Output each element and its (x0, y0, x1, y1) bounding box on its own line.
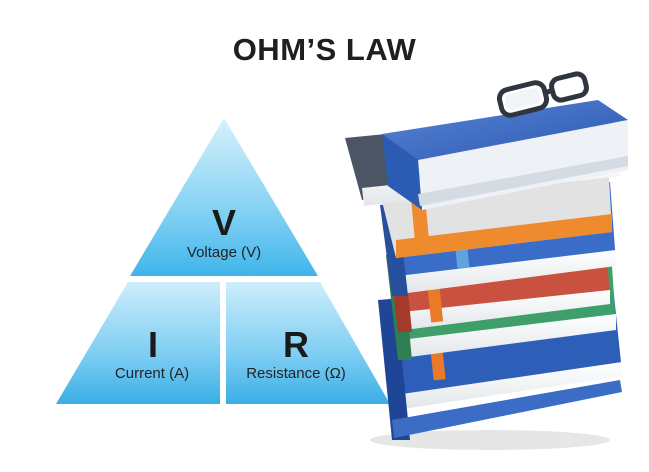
triangle (56, 118, 390, 404)
page-title: OHM’S LAW (232, 32, 417, 67)
books-stack-with-glasses-icon (345, 71, 628, 450)
segment-current (56, 282, 220, 404)
segment-resistance (226, 282, 390, 404)
segment-voltage (130, 118, 318, 276)
current-letter: I (148, 324, 158, 365)
current-label: Current (A) (115, 365, 189, 382)
resistance-letter: R (283, 324, 309, 365)
resistance-label: Resistance (Ω) (246, 365, 346, 382)
voltage-letter: V (212, 202, 236, 243)
voltage-label: Voltage (V) (187, 244, 261, 261)
